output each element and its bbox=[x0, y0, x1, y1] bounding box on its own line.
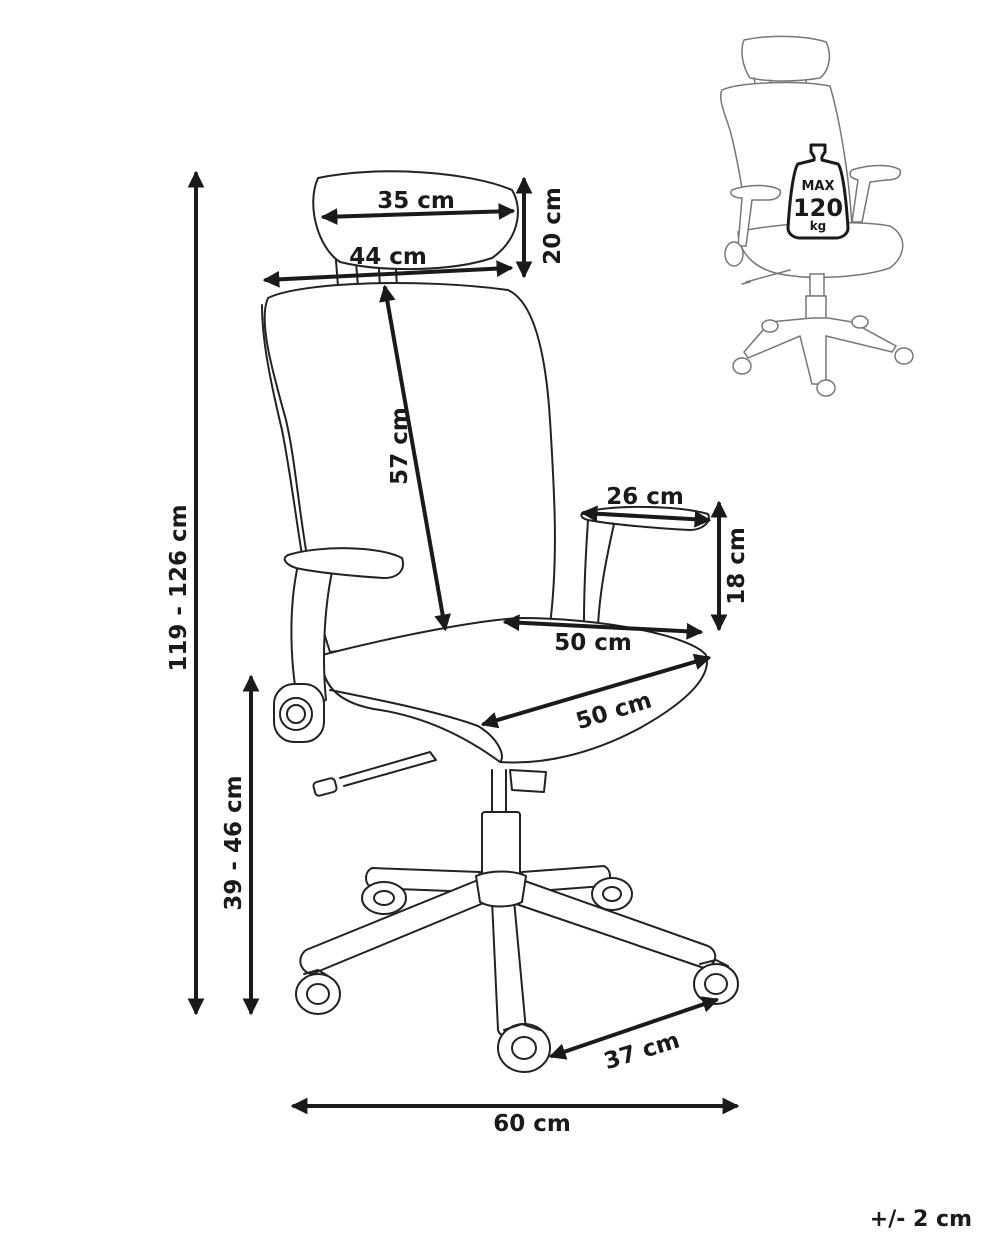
caster-front bbox=[497, 1023, 551, 1073]
max-load-value: 120 bbox=[793, 194, 843, 222]
base-leg-front bbox=[491, 899, 527, 1039]
max-load-unit: kg bbox=[810, 219, 827, 233]
base-hub bbox=[475, 870, 527, 908]
thumb-armrest-right bbox=[849, 164, 902, 223]
dimension-labels: 35 cm 20 cm 44 cm 57 cm 26 cm 18 cm 50 c… bbox=[166, 187, 750, 1137]
lever-tip bbox=[312, 777, 338, 797]
label-armrest-length: 26 cm bbox=[606, 484, 684, 510]
label-seat-height: 39 - 46 cm bbox=[221, 775, 247, 910]
dim-arrow-backrest-width bbox=[262, 260, 514, 288]
thumb-headrest bbox=[741, 35, 831, 82]
dim-arrow-caster-spacing bbox=[548, 996, 720, 1060]
dimension-lines bbox=[187, 170, 740, 1115]
dim-arrow-headrest-width bbox=[320, 203, 516, 225]
tolerance-note: +/- 2 cm bbox=[870, 1207, 972, 1232]
mechanism-knob bbox=[279, 697, 313, 731]
label-headrest-width: 35 cm bbox=[377, 188, 455, 214]
caster-front-left bbox=[295, 969, 341, 1015]
label-total-height: 119 - 126 cm bbox=[166, 504, 192, 671]
caster-rear-left bbox=[361, 881, 407, 915]
max-load-label: MAX bbox=[801, 179, 834, 194]
thumb-armrest-left bbox=[730, 184, 782, 247]
lift-lever bbox=[339, 751, 437, 787]
label-armrest-height: 18 cm bbox=[724, 527, 750, 605]
label-backrest-width: 44 cm bbox=[349, 244, 427, 270]
mechanism-knob-inner bbox=[286, 704, 306, 724]
right-armrest-post bbox=[583, 519, 615, 626]
chair-drawing bbox=[261, 170, 739, 1073]
label-seat-width: 50 cm bbox=[554, 630, 632, 656]
caster-rear-right bbox=[591, 877, 633, 911]
label-base-width: 60 cm bbox=[493, 1111, 571, 1137]
gas-cylinder-upper bbox=[491, 769, 507, 813]
dim-arrow-seat-depth bbox=[480, 653, 712, 729]
max-load-thumbnail: MAX 120 kg bbox=[719, 35, 914, 397]
dim-arrow-backrest-height bbox=[379, 284, 451, 632]
label-headrest-height: 20 cm bbox=[540, 187, 566, 265]
seat-side bbox=[329, 689, 503, 763]
label-backrest-height: 57 cm bbox=[387, 407, 413, 485]
dim-arrow-seat-width bbox=[502, 614, 704, 640]
tilt-knob bbox=[509, 769, 547, 793]
weight-icon bbox=[786, 143, 850, 240]
dim-arrow-armrest-length bbox=[580, 505, 712, 528]
